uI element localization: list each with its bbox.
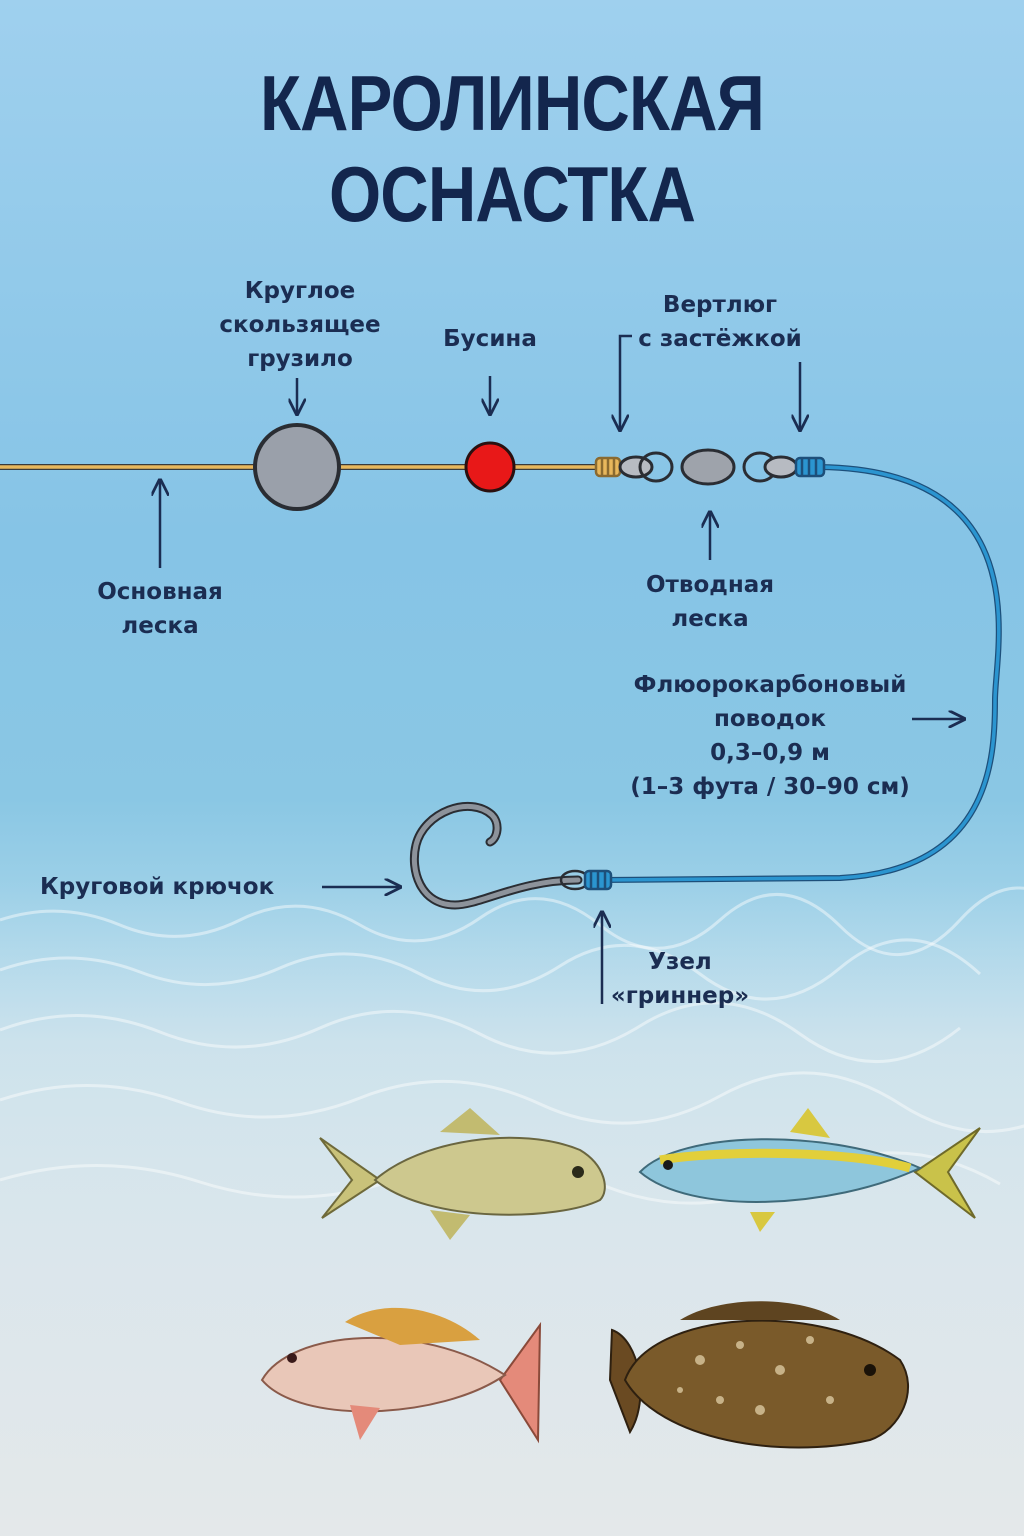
page-title: КАРОЛИНСКАЯ ОСНАСТКА <box>259 59 765 238</box>
sliding-sinker <box>253 423 341 511</box>
snap-swivel <box>618 448 799 486</box>
snapper-fish-illustration <box>260 1307 542 1444</box>
jack-fish-illustration <box>319 1108 606 1240</box>
grouper-fish-illustration <box>608 1301 910 1449</box>
bead <box>464 441 516 493</box>
yellowtail-fish-illustration <box>638 1108 981 1232</box>
label-greener-knot: Узел«гриннер» <box>610 949 750 1009</box>
knot-left <box>594 456 622 478</box>
greener-knot <box>559 869 613 891</box>
knot-right <box>794 456 826 478</box>
label-bead: Бусина <box>443 326 537 352</box>
swivel-arrow-left <box>620 334 632 430</box>
label-hook: Круговой крючок <box>40 874 275 900</box>
